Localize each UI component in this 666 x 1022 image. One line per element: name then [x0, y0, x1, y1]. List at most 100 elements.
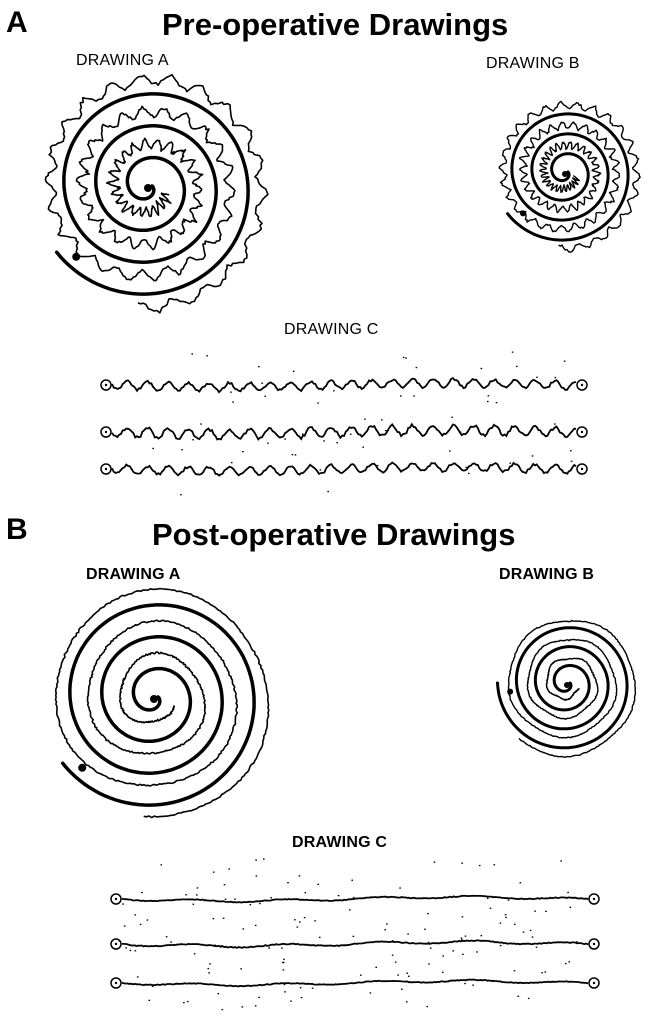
- speckle: [449, 450, 451, 452]
- line-start-target: [100, 379, 112, 391]
- speckle: [193, 953, 196, 955]
- speckle: [406, 972, 408, 974]
- speckle: [364, 418, 366, 420]
- panel-b-title: Post-operative Drawings: [152, 517, 516, 552]
- speckle: [192, 439, 194, 441]
- panel-b-letter: B: [6, 513, 28, 546]
- speckle: [478, 864, 481, 867]
- speckle: [118, 940, 121, 942]
- speckle: [230, 462, 233, 464]
- speckle: [459, 431, 462, 433]
- speckle: [452, 950, 454, 952]
- speckle: [136, 976, 139, 978]
- speckle: [327, 490, 329, 493]
- speckle: [567, 891, 569, 894]
- speckle: [569, 906, 572, 908]
- speckle: [402, 356, 405, 359]
- speckle: [531, 455, 534, 457]
- speckle: [493, 864, 496, 866]
- speckle: [522, 931, 525, 933]
- speckle: [303, 917, 306, 919]
- speckle: [504, 914, 507, 916]
- speckle: [192, 903, 195, 905]
- speckle: [560, 860, 562, 862]
- speckle: [146, 919, 149, 921]
- traced-line: [122, 939, 589, 949]
- speckle: [284, 991, 286, 993]
- speckle: [323, 440, 325, 442]
- speckle: [541, 972, 543, 974]
- panel-a-drawing-c-label: DRAWING C: [284, 321, 379, 338]
- traced-line: [121, 894, 589, 904]
- speckle: [134, 914, 137, 916]
- speckle: [576, 941, 578, 943]
- speckle: [513, 970, 516, 972]
- speckle: [284, 438, 286, 440]
- line-start-target: [110, 893, 122, 905]
- speckle: [495, 402, 498, 404]
- speckle: [487, 395, 490, 397]
- line-start-dot: [104, 467, 108, 471]
- line-start-dot: [114, 897, 118, 901]
- speckle: [254, 924, 257, 927]
- panel-a-title: Pre-operative Drawings: [162, 7, 509, 42]
- speckle: [465, 466, 468, 469]
- speckle: [200, 423, 202, 425]
- speckle: [535, 946, 538, 948]
- speckle: [376, 464, 379, 467]
- speckle: [545, 910, 547, 912]
- line-end-dot: [580, 430, 584, 434]
- speckle: [570, 460, 573, 462]
- speckle: [208, 972, 210, 974]
- speckle: [207, 967, 210, 970]
- speckle: [464, 982, 466, 985]
- speckle: [294, 919, 296, 921]
- speckle: [336, 442, 338, 444]
- speckle: [408, 975, 410, 977]
- speckle: [234, 898, 236, 900]
- pre-op-spiral-a-trace: [44, 73, 269, 314]
- speckle: [240, 968, 242, 970]
- spiral-center-dot: [564, 682, 570, 688]
- line-end-dot: [580, 383, 584, 387]
- speckle: [427, 941, 430, 944]
- panel-b-drawing-b-label: DRAWING B: [499, 566, 595, 583]
- speckle: [299, 987, 302, 989]
- speckle: [180, 494, 182, 496]
- speckle: [442, 955, 444, 957]
- speckle: [461, 916, 464, 918]
- speckle: [196, 894, 198, 896]
- speckle: [298, 875, 301, 877]
- speckle: [241, 1006, 244, 1008]
- speckle: [160, 864, 163, 866]
- post-op-spiral-b-template: [496, 626, 629, 750]
- speckle: [531, 936, 534, 938]
- speckle: [561, 469, 564, 471]
- speckle: [462, 953, 464, 955]
- speckle: [311, 987, 314, 989]
- speckle: [461, 862, 463, 864]
- speckle: [217, 993, 220, 995]
- speckle: [375, 966, 377, 968]
- speckle: [429, 947, 432, 949]
- speckle: [282, 961, 285, 963]
- speckle: [224, 898, 227, 900]
- speckle: [317, 883, 319, 885]
- speckle: [337, 895, 340, 897]
- pre-op-spiral-b-template: [506, 112, 630, 242]
- speckle: [386, 923, 388, 925]
- speckle: [405, 357, 407, 359]
- speckle: [394, 961, 397, 963]
- speckle: [292, 370, 295, 372]
- line-end-dot: [592, 897, 596, 901]
- traced-line: [111, 422, 577, 441]
- speckle: [381, 419, 383, 421]
- speckle: [300, 997, 303, 999]
- speckle: [263, 858, 265, 860]
- line-end-target: [576, 426, 588, 438]
- speckle: [511, 351, 514, 353]
- speckle: [206, 355, 208, 357]
- speckle: [129, 949, 132, 952]
- speckle: [499, 945, 502, 947]
- spiral-template-line: [54, 92, 250, 296]
